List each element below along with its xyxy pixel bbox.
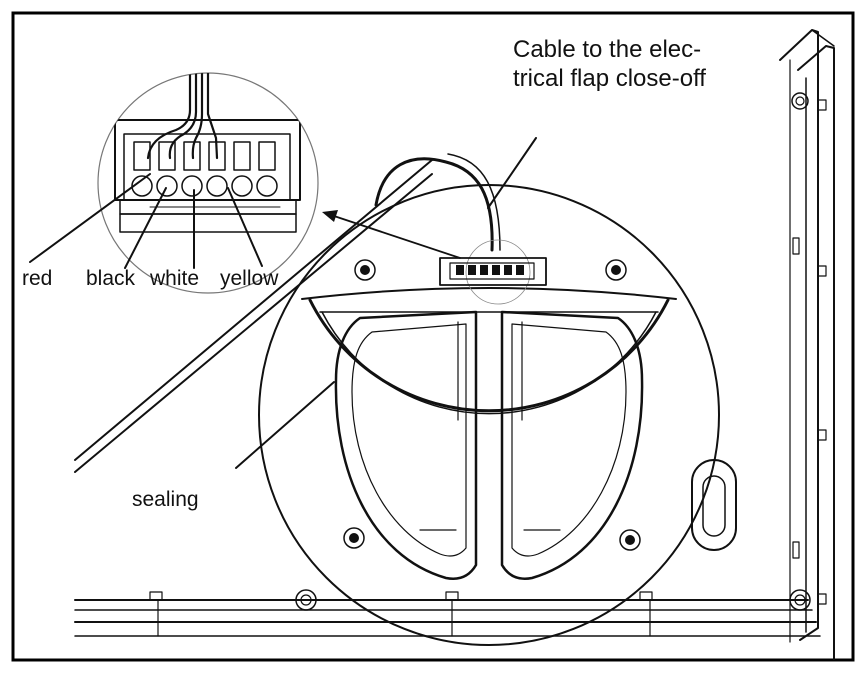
wire-label-yellow: yellow bbox=[220, 267, 279, 290]
wire-label-red: red bbox=[22, 267, 53, 290]
cable-label: Cable to the elec- trical flap close-off bbox=[513, 36, 706, 94]
leader-lines bbox=[29, 137, 537, 469]
terminal-detail-view bbox=[97, 72, 319, 294]
housing-bottom-rails bbox=[74, 589, 821, 637]
flap-connector bbox=[439, 239, 547, 305]
figure-border bbox=[11, 11, 855, 662]
wire-label-white: white bbox=[150, 267, 200, 290]
flap-unit bbox=[258, 184, 720, 646]
cable-label-line2: trical flap close-off bbox=[513, 64, 706, 92]
mounting-slot bbox=[691, 459, 737, 551]
flap-screws bbox=[343, 259, 641, 551]
wire-color-labels: red black white yellow bbox=[22, 266, 278, 291]
cable-label-line1: Cable to the elec- bbox=[513, 36, 702, 63]
diagonal-channel bbox=[74, 159, 433, 473]
housing-right-frame bbox=[779, 29, 835, 660]
detail-arrow bbox=[322, 210, 461, 259]
sealing-label: sealing bbox=[132, 488, 199, 511]
wire-label-black: black bbox=[86, 267, 136, 290]
